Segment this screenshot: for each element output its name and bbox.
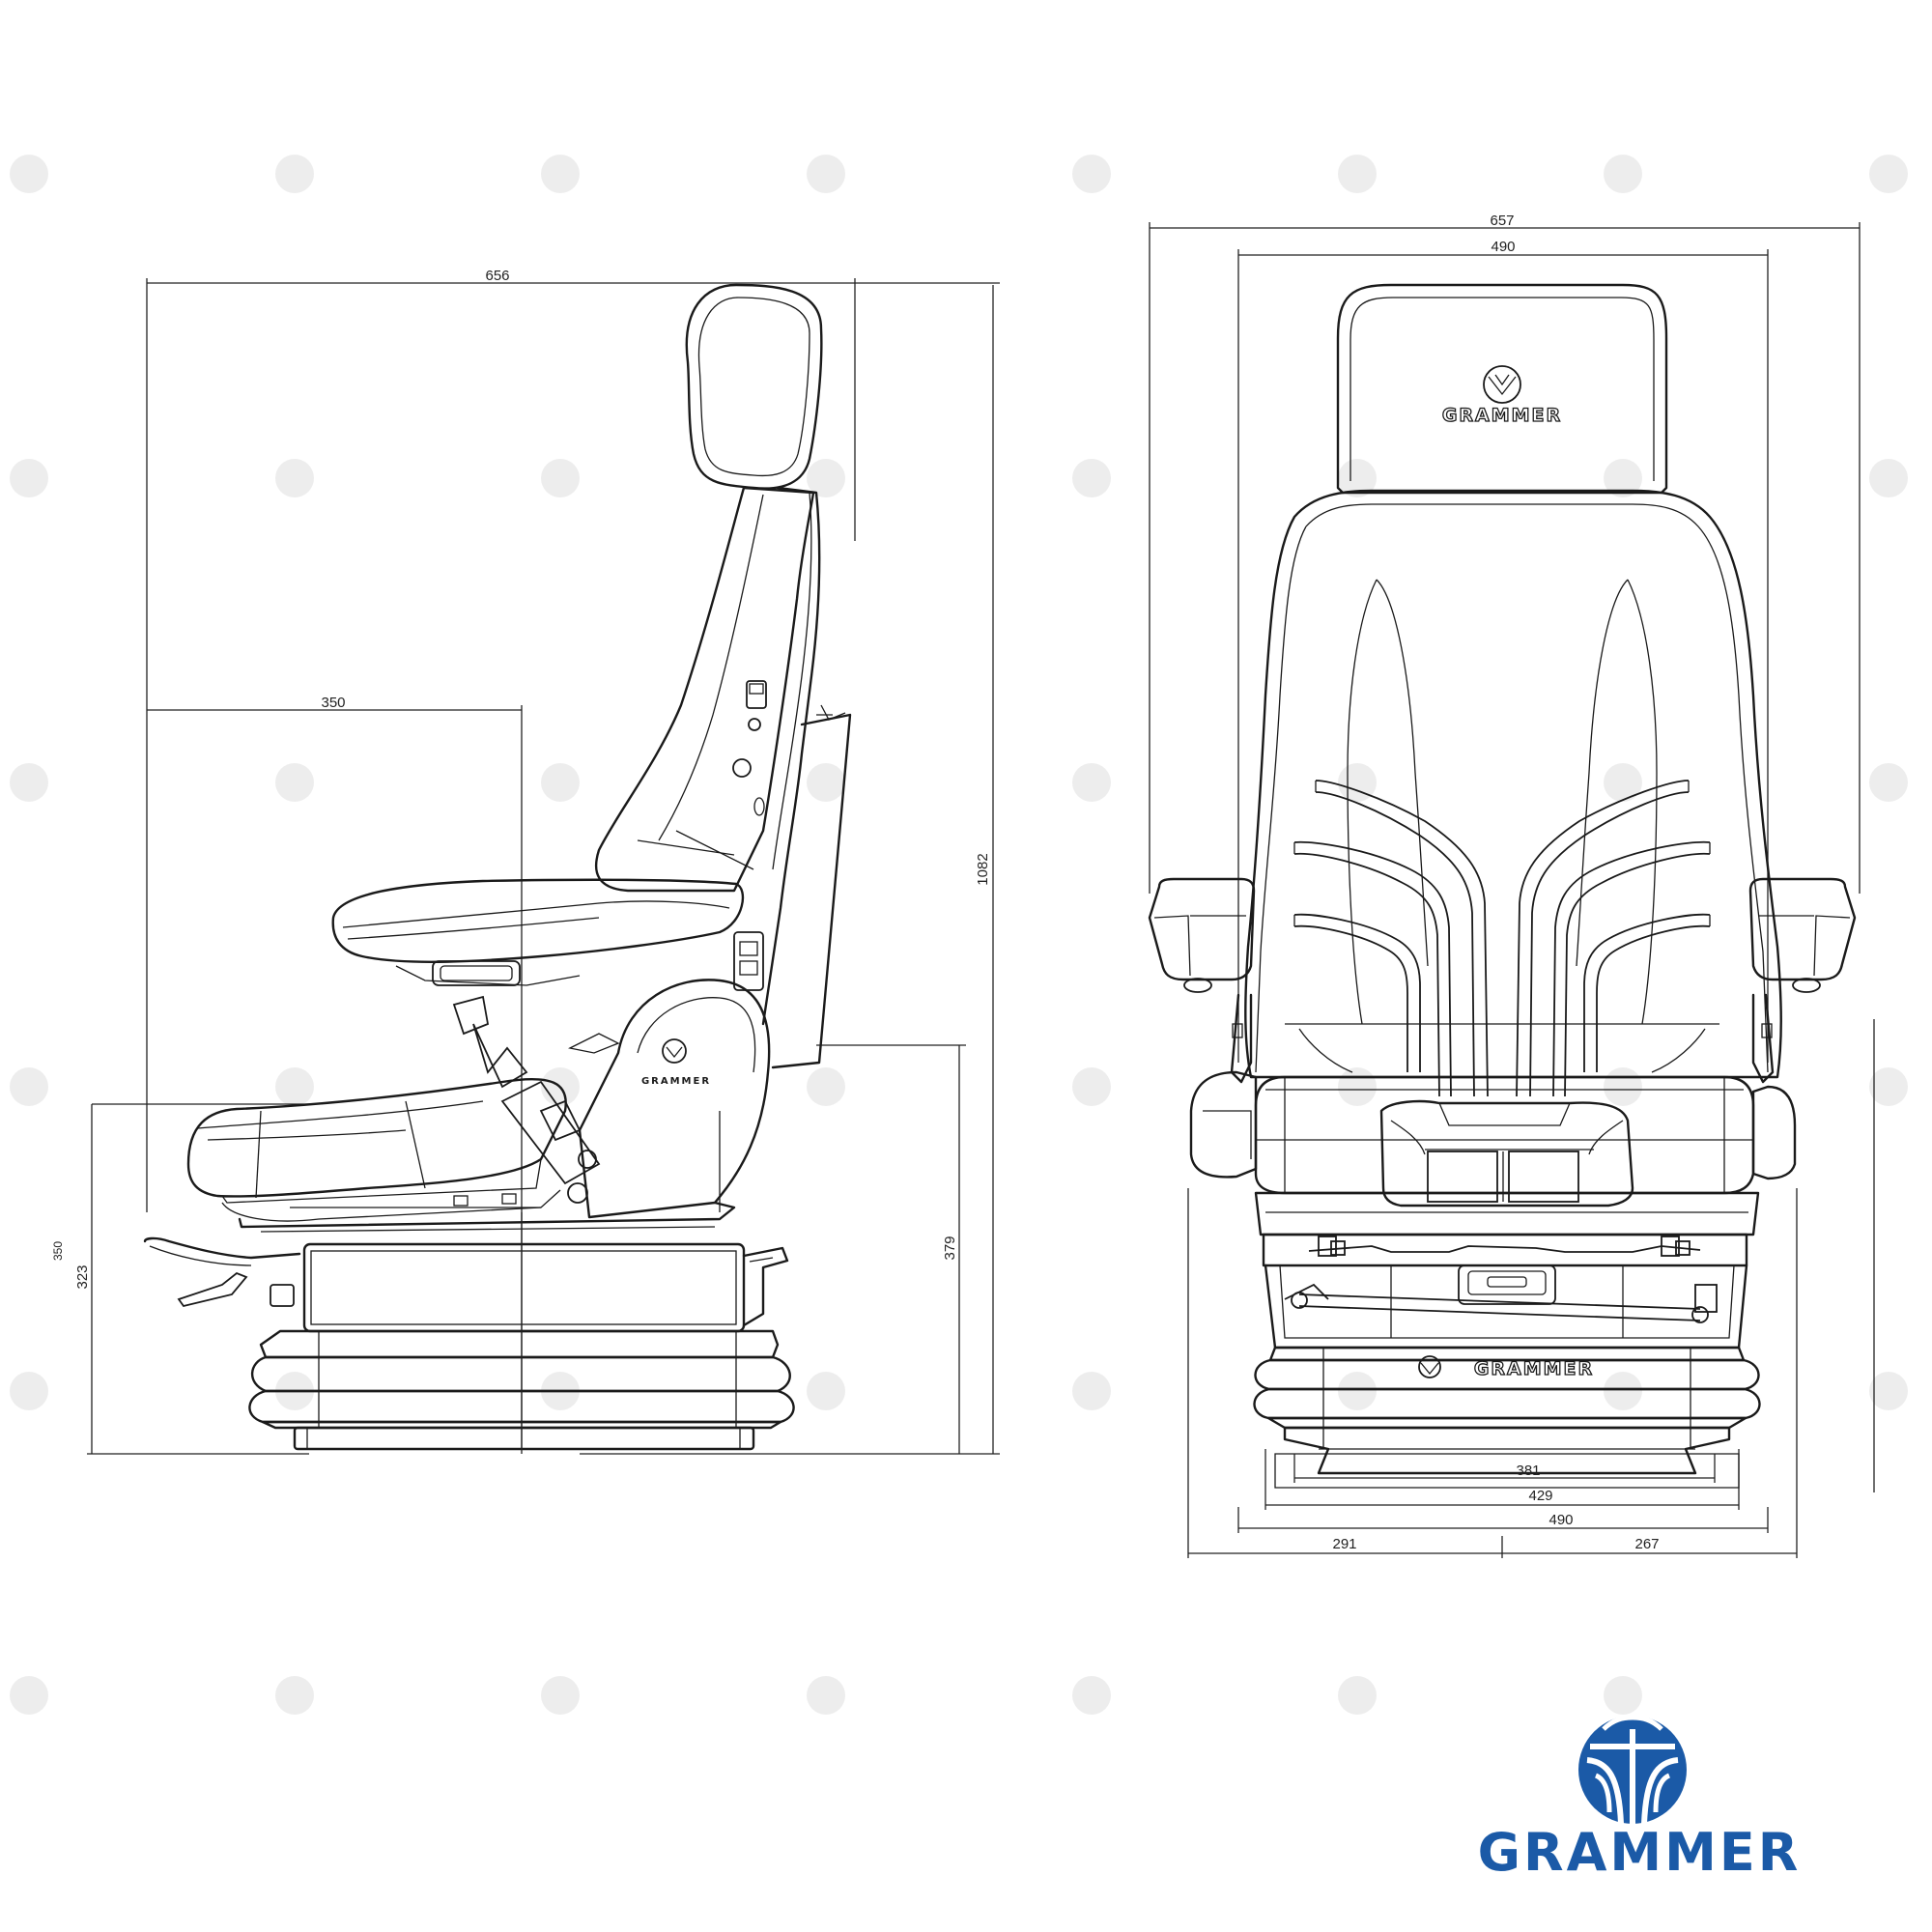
front-headrest: GRAMMER (1336, 283, 1668, 495)
base-brand-text: GRAMMER (1474, 1358, 1594, 1379)
dim-label-1082: 1082 (975, 853, 991, 885)
headrest-brand-text: GRAMMER (1442, 405, 1562, 426)
dimension-base-width: 490 (1237, 1507, 1769, 1533)
side-suspension-top (238, 1111, 736, 1233)
side-headrest (685, 283, 823, 490)
dimension-overall-depth: 656 (146, 268, 856, 1212)
seat-front-view: 657 490 GRAMMER (1148, 213, 1875, 1558)
seat-side-view: 656 1082 350 379 323 350 (51, 268, 1000, 1455)
side-fore-aft-handle (143, 1236, 301, 1308)
dimension-mount-middle: 429 (1264, 1449, 1740, 1510)
dimension-backrest-width: 490 (1237, 239, 1769, 1063)
dimension-base-height: 323 350 (51, 1103, 309, 1455)
side-rear-frame (761, 486, 852, 1069)
dim-label-323: 323 (74, 1264, 91, 1289)
front-cushion-lip (1379, 1099, 1634, 1208)
front-armrest-supports (1230, 993, 1775, 1084)
grammer-logo: GRAMMER (1478, 1715, 1802, 1883)
front-armrest-left (1148, 877, 1256, 993)
dim-label-291: 291 (1332, 1536, 1356, 1552)
side-bottom-plate (293, 1426, 755, 1451)
side-seat-cushion (186, 1077, 567, 1222)
side-seat-belt (452, 995, 620, 1204)
grammer-logo-emblem (1578, 1715, 1687, 1825)
front-base-plate (1274, 1426, 1740, 1489)
front-bellows: GRAMMER (1253, 1346, 1761, 1430)
dim-label-656: 656 (485, 268, 509, 284)
dim-label-350-base: 350 (51, 1241, 65, 1261)
front-suspension-mechanism (1254, 1191, 1760, 1350)
svg-text:GRAMMER: GRAMMER (641, 1076, 711, 1087)
dim-label-267: 267 (1634, 1536, 1659, 1552)
front-backrest (1244, 489, 1782, 1079)
front-armrest-right (1748, 877, 1857, 993)
front-backrest-grooves-left (1293, 780, 1489, 1097)
grammer-logo-text: GRAMMER (1478, 1822, 1802, 1883)
dimension-mount-inner: 381 (1293, 1454, 1716, 1483)
dim-label-490-top: 490 (1491, 239, 1515, 255)
dimension-seat-reference: 350 (147, 695, 523, 1449)
front-side-bolsters (1189, 1070, 1797, 1180)
dimension-suspension-height: 379 (816, 1044, 966, 1454)
front-seat-cushion (1254, 1075, 1755, 1195)
side-base-box (302, 1242, 789, 1333)
side-mechanism-housing: GRAMMER (578, 931, 771, 1219)
dimension-left-right-offset: 291 267 (1187, 1188, 1798, 1558)
front-backrest-grooves-right (1516, 780, 1711, 1097)
dim-label-379: 379 (942, 1236, 958, 1260)
side-bellows (248, 1329, 795, 1430)
watermark-pattern (10, 155, 1908, 1715)
dim-label-350: 350 (321, 695, 345, 711)
dim-label-381: 381 (1516, 1463, 1540, 1479)
side-armrest (331, 878, 745, 986)
dimension-overall-width: 657 (1149, 213, 1861, 894)
dimension-overall-height: 1082 (580, 282, 1000, 1455)
dim-label-490-bottom: 490 (1548, 1512, 1573, 1528)
dim-label-657: 657 (1490, 213, 1514, 229)
side-backrest (594, 486, 815, 893)
dim-label-429: 429 (1528, 1488, 1552, 1504)
